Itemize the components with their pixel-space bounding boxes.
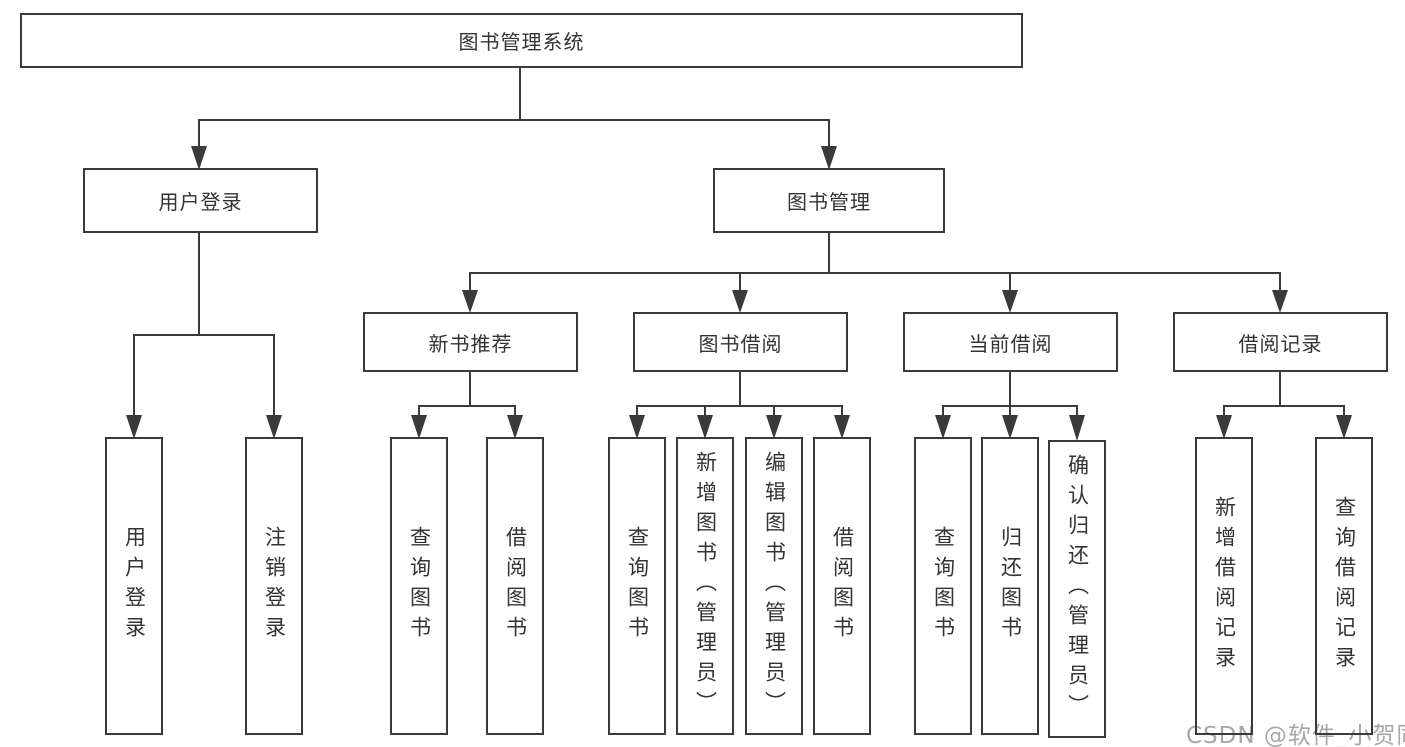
csdn-watermark: CSDN @软件_小贺同学 bbox=[1186, 723, 1405, 747]
node-library-management-system: 图书管理系统 bbox=[20, 13, 1023, 68]
node-label: 注销登录 bbox=[262, 526, 287, 646]
node-label: 查询图书 bbox=[407, 526, 432, 646]
leaf-query-books-3: 查询图书 bbox=[914, 437, 972, 735]
node-label: 归还图书 bbox=[998, 526, 1023, 646]
node-label: 图书借阅 bbox=[698, 331, 783, 356]
leaf-add-borrow-record: 新增借阅记录 bbox=[1195, 437, 1253, 735]
node-label: 用户登录 bbox=[158, 190, 243, 214]
node-borrowing-records: 借阅记录 bbox=[1173, 312, 1388, 372]
node-user-login: 用户登录 bbox=[83, 168, 318, 233]
node-book-borrowing: 图书借阅 bbox=[633, 312, 848, 372]
node-label: 借阅记录 bbox=[1238, 331, 1323, 356]
node-label: 用户登录 bbox=[122, 526, 147, 646]
leaf-confirm-return-admin: 确认归还（管理员） bbox=[1048, 440, 1106, 738]
node-label: 查询借阅记录 bbox=[1332, 496, 1357, 676]
node-label: 新书推荐 bbox=[428, 331, 513, 356]
leaf-query-borrow-record: 查询借阅记录 bbox=[1315, 437, 1373, 735]
leaf-logout: 注销登录 bbox=[245, 437, 303, 735]
node-new-book-recommend: 新书推荐 bbox=[363, 312, 578, 372]
node-label: 查询图书 bbox=[625, 526, 650, 646]
leaf-return-books: 归还图书 bbox=[981, 437, 1039, 735]
leaf-query-books-1: 查询图书 bbox=[390, 437, 448, 735]
node-label: 新增图书（管理员） bbox=[693, 451, 718, 721]
node-label: 编辑图书（管理员） bbox=[762, 451, 787, 721]
node-label: 新增借阅记录 bbox=[1212, 496, 1237, 676]
node-label: 当前借阅 bbox=[968, 331, 1053, 356]
leaf-query-books-2: 查询图书 bbox=[608, 437, 666, 735]
node-book-management: 图书管理 bbox=[713, 168, 945, 233]
leaf-user-login: 用户登录 bbox=[105, 437, 163, 735]
node-label: 图书管理系统 bbox=[458, 30, 585, 54]
node-label: 确认归还（管理员） bbox=[1065, 454, 1090, 724]
leaf-borrow-books-1: 借阅图书 bbox=[486, 437, 544, 735]
node-label: 图书管理 bbox=[787, 190, 871, 214]
leaf-edit-books-admin: 编辑图书（管理员） bbox=[745, 437, 803, 735]
node-label: 借阅图书 bbox=[830, 526, 855, 646]
node-label: 借阅图书 bbox=[503, 526, 528, 646]
node-current-borrowing: 当前借阅 bbox=[903, 312, 1118, 372]
node-label: 查询图书 bbox=[931, 526, 956, 646]
leaf-borrow-books-2: 借阅图书 bbox=[813, 437, 871, 735]
leaf-add-books-admin: 新增图书（管理员） bbox=[676, 437, 734, 735]
